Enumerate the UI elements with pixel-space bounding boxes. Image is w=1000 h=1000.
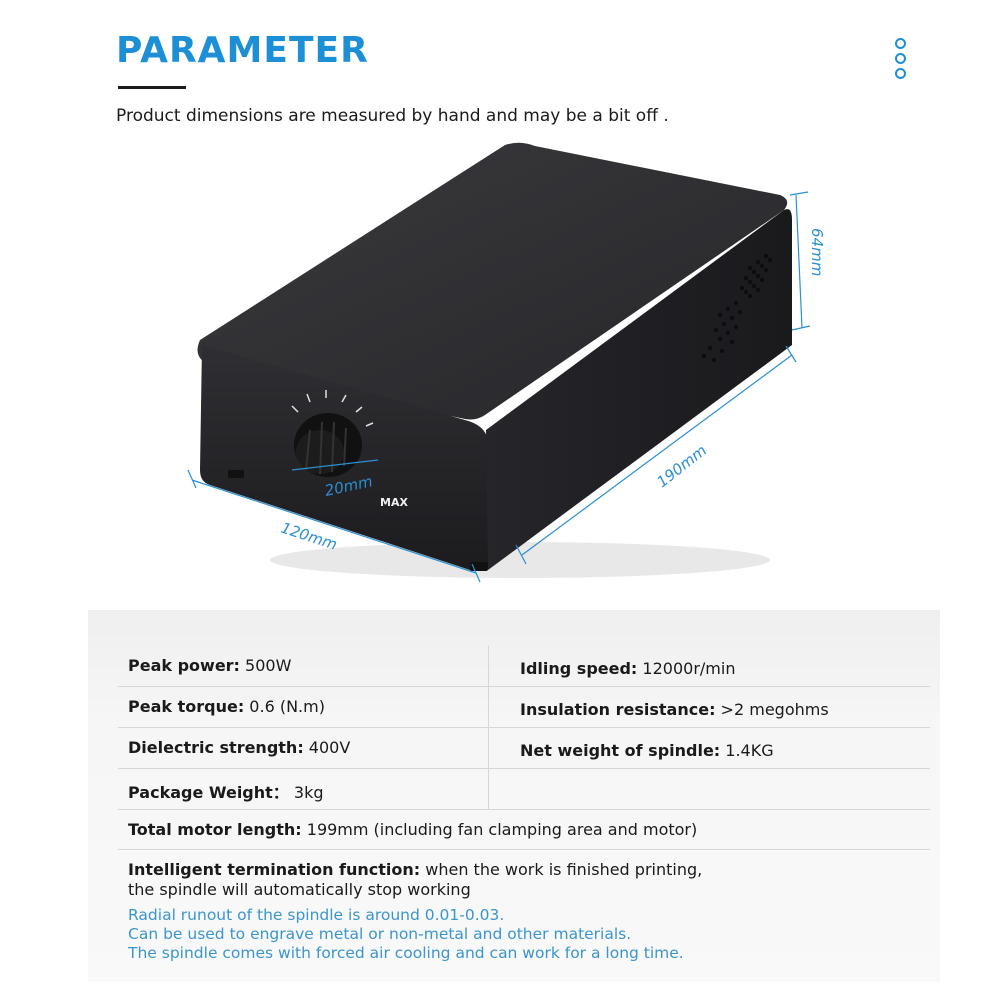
specs-row-divider (118, 727, 930, 728)
menu-dots-icon[interactable] (893, 38, 907, 83)
length-dimension-label: 190mm (653, 441, 710, 491)
note-runout: Radial runout of the spindle is around 0… (128, 906, 505, 924)
specs-panel (88, 610, 940, 982)
spec-termination-function: Intelligent termination function: when t… (128, 860, 703, 899)
controller-box-illustration: MAX 20mm 64mm 190mm 120mm (187, 142, 826, 583)
page-title: PARAMETER (116, 30, 369, 71)
spec-peak-torque: Peak torque: 0.6 (N.m) (128, 697, 325, 716)
spec-idling-speed: Idling speed: 12000r/min (520, 659, 736, 678)
specs-row-divider (118, 768, 930, 769)
spec-motor-length: Total motor length: 199mm (including fan… (128, 820, 698, 839)
knob-max-label: MAX (380, 496, 408, 509)
spec-peak-power: Peak power: 500W (128, 656, 292, 675)
notes-block: Radial runout of the spindle is around 0… (128, 906, 684, 963)
height-dimension-label: 64mm (808, 228, 826, 276)
note-materials: Can be used to engrave metal or non-meta… (128, 925, 632, 943)
specs-row-divider (118, 686, 930, 687)
title-underline (118, 86, 186, 89)
specs-row-divider (118, 849, 930, 850)
spec-insulation-resistance: Insulation resistance: >2 megohms (520, 700, 829, 719)
spec-net-weight: Net weight of spindle: 1.4KG (520, 741, 774, 760)
dimension-disclaimer: Product dimensions are measured by hand … (116, 106, 669, 126)
spec-dielectric-strength: Dielectric strength: 400V (128, 738, 351, 757)
specs-row-divider (118, 809, 930, 810)
specs-column-divider (488, 646, 489, 810)
note-cooling: The spindle comes with forced air coolin… (128, 944, 684, 962)
spec-package-weight: Package Weight： 3kg (128, 783, 324, 802)
